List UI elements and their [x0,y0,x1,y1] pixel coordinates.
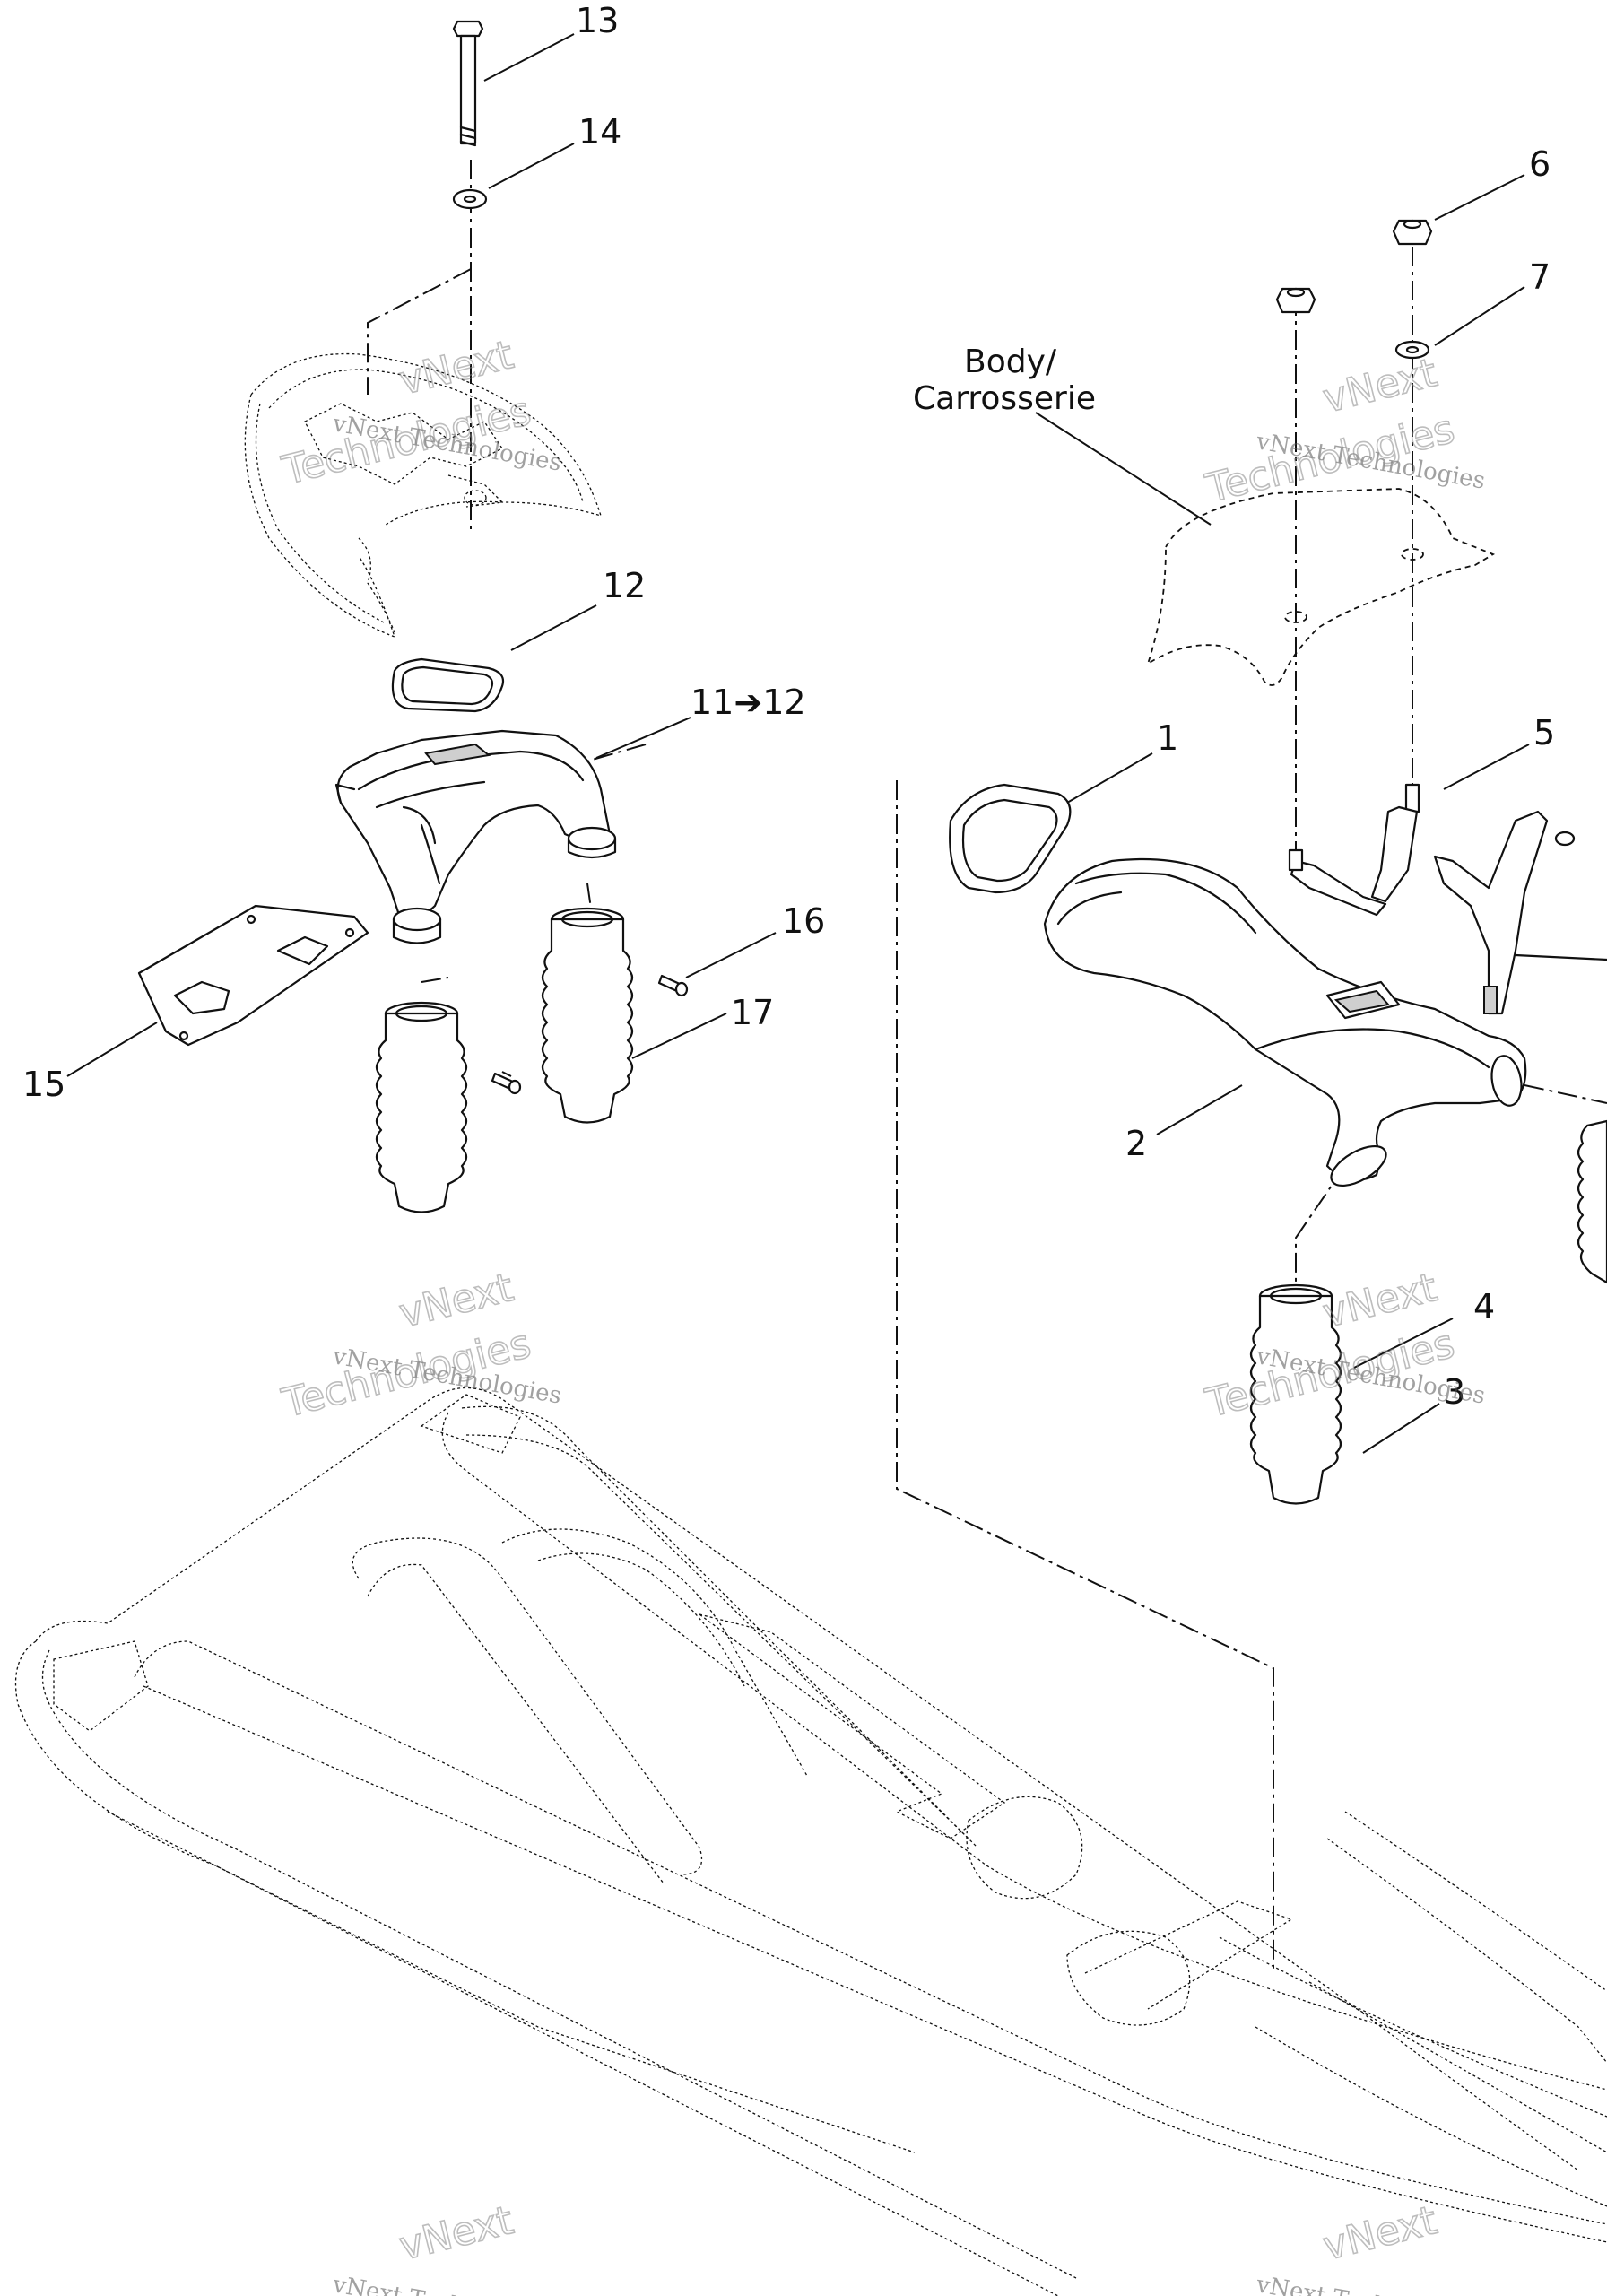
bellows-left [375,1001,468,1213]
callout-labels: 13 14 12 11➔12 15 16 17 6 7 5 1 2 4 3 Bo… [22,1,1555,1412]
washer-14 [452,188,488,210]
watermark-line-b1: vNext [395,2197,517,2270]
watermark-line-a: vNext Technologies [1254,2271,1488,2296]
watermark-line-a: vNext Technologies [330,2271,564,2296]
bellows-far-right [1577,1119,1607,1284]
body-panel-outline [1146,488,1496,686]
callout-15: 15 [22,1065,65,1104]
callout-5: 5 [1533,713,1555,752]
gasket-12 [391,657,505,713]
watermark-line-b1: vNext [395,332,517,404]
callout-2: 2 [1125,1124,1147,1163]
bellows-17 [541,907,634,1124]
washer-7 [1394,340,1430,360]
callout-1: 1 [1157,718,1178,758]
callout-3: 3 [1444,1372,1465,1412]
leader-lines [66,33,1530,1454]
screw-16 [491,974,689,1095]
callout-4: 4 [1473,1287,1495,1326]
watermark-6: vNext vNext Technologies [1254,2196,1488,2296]
callout-14: 14 [578,112,621,152]
callout-7: 7 [1529,257,1551,297]
watermark-line-b1: vNext [1318,2197,1441,2270]
body-label-line2: Carrosserie [913,380,1096,417]
intake-duct-11 [334,729,617,944]
bracket-5 [1288,783,1420,917]
watermark-2: vNext vNext Technologies Technologies [1201,349,1488,512]
watercraft-hull-outline [14,1387,1607,2296]
callout-12: 12 [603,566,646,605]
nut-6 [1275,219,1433,314]
watermark-5: vNext vNext Technologies [330,2196,564,2296]
watermark-line-b1: vNext [1318,1265,1441,1337]
watermark-3: vNext vNext Technologies Technologies [277,1264,564,1427]
bracket-right [1433,810,1607,1015]
callout-13: 13 [576,1,619,40]
callout-11-to-12: 11➔12 [691,683,806,722]
callout-17: 17 [731,993,774,1032]
assembly-guide-lines [367,160,1607,1973]
body-label-line1: Body/ [964,344,1057,380]
callout-6: 6 [1529,144,1551,184]
watermark-4: vNext vNext Technologies Technologies [1201,1264,1488,1427]
watermark-line-b1: vNext [395,1265,517,1337]
mounting-plate-15 [137,904,369,1047]
callout-16: 16 [782,901,825,941]
bolt-13 [452,20,484,147]
intake-tube-2 [1043,857,1527,1187]
gasket-1 [949,783,1072,894]
bellows-3 [1249,1283,1342,1505]
intake-cover [244,352,602,639]
watermark-line-b1: vNext [1318,350,1441,422]
